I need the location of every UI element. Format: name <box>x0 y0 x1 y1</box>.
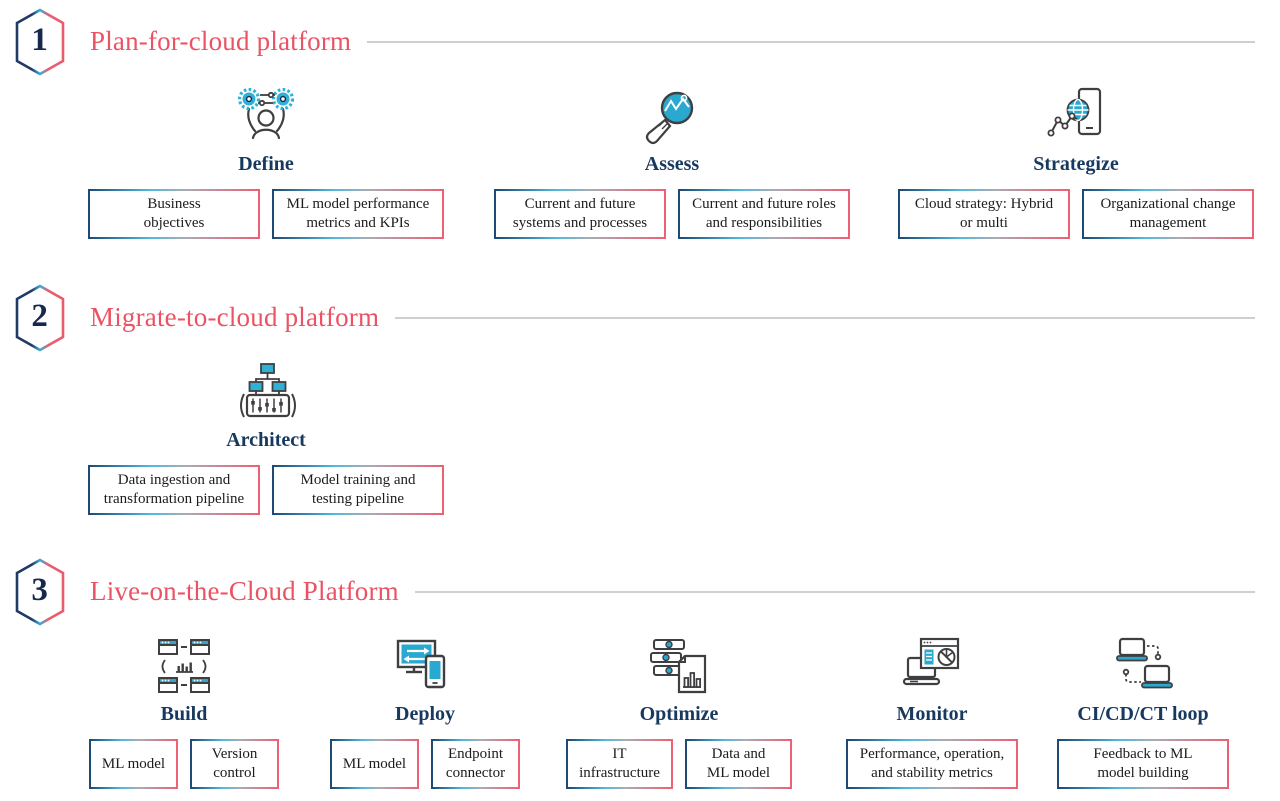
item-box: IT infrastructure <box>566 739 673 789</box>
item-box: Current and future roles and responsibil… <box>678 189 850 239</box>
column-label: Assess <box>644 153 700 175</box>
box-row: IT infrastructure Data and ML model <box>566 739 792 789</box>
item-box: Cloud strategy: Hybrid or multi <box>898 189 1070 239</box>
phase-2-number-badge: 2 <box>14 284 66 352</box>
box-row: Performance, operation, and stability me… <box>846 739 1018 789</box>
item-box-text: Model training and testing pipeline <box>300 472 416 507</box>
phase-number: 3 <box>31 572 48 609</box>
box-row: Feedback to ML model building <box>1057 739 1229 789</box>
phase-1-header: Plan-for-cloud platform <box>90 26 1255 57</box>
header-rule <box>395 316 1255 319</box>
servers-report-icon <box>647 634 711 696</box>
item-box: ML model <box>89 739 178 789</box>
item-box-text: Performance, operation, and stability me… <box>859 746 1005 781</box>
column-deploy: Deploy ML model Endpoint connector <box>330 634 520 789</box>
phase-1-number-badge: 1 <box>14 8 66 76</box>
item-box: Data and ML model <box>685 739 792 789</box>
monitor-phone-icon <box>393 634 457 696</box>
item-box-text: Data and ML model <box>706 746 771 781</box>
item-box-text: IT infrastructure <box>579 746 660 781</box>
box-row: Current and future systems and processes… <box>494 189 850 239</box>
box-row: Cloud strategy: Hybrid or multi Organiza… <box>898 189 1254 239</box>
column-build: Build ML model Version control <box>89 634 279 789</box>
item-box: Organizational change management <box>1082 189 1254 239</box>
column-strategize: Strategize Cloud strategy: Hybrid or mul… <box>898 84 1254 239</box>
item-box: Data ingestion and transformation pipeli… <box>88 465 260 515</box>
hexagon-icon <box>15 8 65 76</box>
item-box-text: Data ingestion and transformation pipeli… <box>103 472 245 507</box>
item-box: Performance, operation, and stability me… <box>846 739 1018 789</box>
hexagon-icon <box>15 284 65 352</box>
column-define: Define Business objectives ML model perf… <box>88 84 444 239</box>
phone-globe-icon <box>1044 84 1108 146</box>
phase-3-number-badge: 3 <box>14 558 66 626</box>
console-network-icon <box>234 360 298 422</box>
item-box: Feedback to ML model building <box>1057 739 1229 789</box>
column-cicdct-loop: CI/CD/CT loop Feedback to ML model build… <box>1057 634 1229 789</box>
item-box-text: Current and future roles and responsibil… <box>692 196 836 231</box>
hexagon-icon <box>15 558 65 626</box>
column-label: Optimize <box>639 703 719 725</box>
item-box: Business objectives <box>88 189 260 239</box>
item-box-text: ML model performance metrics and KPIs <box>286 196 430 231</box>
column-architect: Architect Data ingestion and transformat… <box>88 360 444 515</box>
magnifier-chart-icon <box>640 84 704 146</box>
column-label: Define <box>238 153 294 175</box>
column-assess: Assess Current and future systems and pr… <box>494 84 850 239</box>
gears-person-icon <box>234 84 298 146</box>
laptops-loop-icon <box>1111 634 1175 696</box>
item-box-text: Organizational change management <box>1100 196 1236 231</box>
phase-number: 1 <box>31 22 48 59</box>
column-label: Deploy <box>395 703 455 725</box>
windows-chart-icon <box>152 634 216 696</box>
box-row: ML model Endpoint connector <box>330 739 520 789</box>
column-label: Strategize <box>1033 153 1119 175</box>
item-box: Version control <box>190 739 279 789</box>
box-row: ML model Version control <box>89 739 279 789</box>
dashboard-laptop-icon <box>900 634 964 696</box>
item-box: ML model <box>330 739 419 789</box>
item-box-text: Endpoint connector <box>445 746 506 781</box>
phase-3-header: Live-on-the-Cloud Platform <box>90 576 1255 607</box>
phase-2-header: Migrate-to-cloud platform <box>90 302 1255 333</box>
column-label: Architect <box>226 429 306 451</box>
item-box-text: ML model <box>342 755 407 772</box>
box-row: Data ingestion and transformation pipeli… <box>88 465 444 515</box>
column-label: Monitor <box>896 703 968 725</box>
column-monitor: Monitor Performance, operation, and stab… <box>846 634 1018 789</box>
item-box-text: Business objectives <box>143 196 205 231</box>
item-box: Current and future systems and processes <box>494 189 666 239</box>
column-label: CI/CD/CT loop <box>1077 703 1209 725</box>
column-optimize: Optimize IT infrastructure Data and ML m… <box>566 634 792 789</box>
phase-title: Migrate-to-cloud platform <box>90 302 380 332</box>
phase-title: Live-on-the-Cloud Platform <box>90 576 399 606</box>
header-rule <box>367 40 1255 43</box>
item-box: Endpoint connector <box>431 739 520 789</box>
header-rule <box>414 590 1255 593</box>
box-row: Business objectives ML model performance… <box>88 189 444 239</box>
item-box-text: Version control <box>211 746 258 781</box>
item-box: Model training and testing pipeline <box>272 465 444 515</box>
column-label: Build <box>160 703 208 725</box>
phase-number: 2 <box>31 298 48 335</box>
item-box-text: Current and future systems and processes <box>512 196 648 231</box>
item-box: ML model performance metrics and KPIs <box>272 189 444 239</box>
phase-title: Plan-for-cloud platform <box>90 26 352 56</box>
item-box-text: ML model <box>101 755 166 772</box>
item-box-text: Feedback to ML model building <box>1093 746 1193 781</box>
item-box-text: Cloud strategy: Hybrid or multi <box>914 196 1054 231</box>
